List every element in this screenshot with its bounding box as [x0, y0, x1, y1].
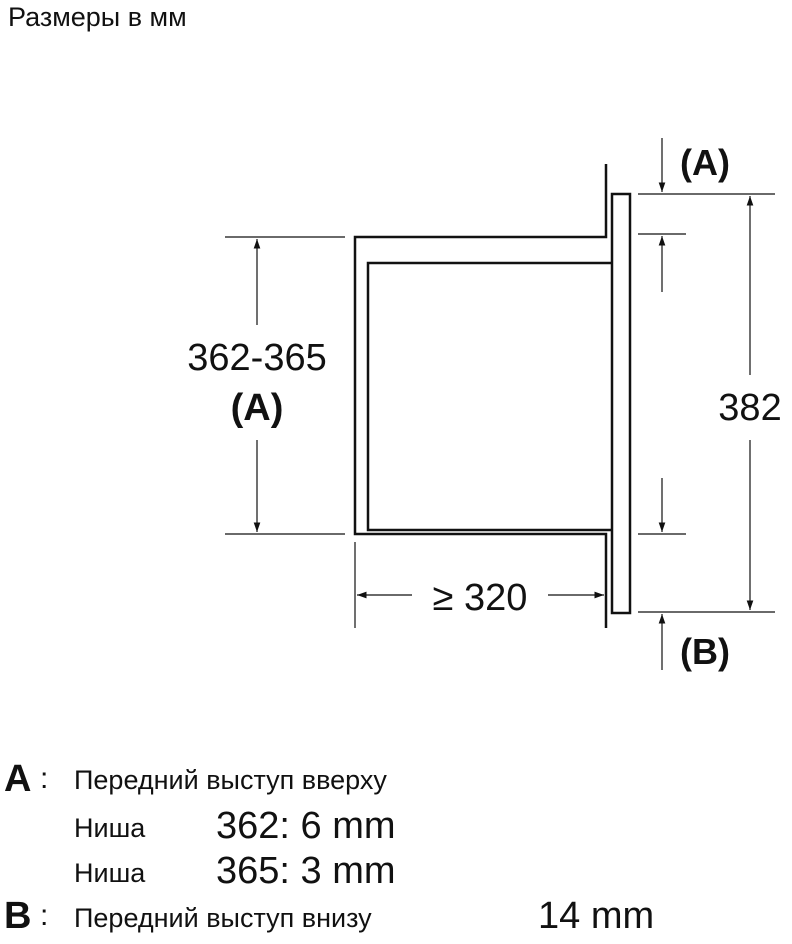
legend-b-value: 14 mm [538, 895, 655, 937]
legend-row-label: Ниша [74, 858, 146, 888]
legend-row-label: Ниша [74, 813, 146, 843]
legend-colon: : [40, 899, 49, 932]
legend-row-value: 365: 3 mm [216, 850, 396, 892]
niche-height-ref: (A) [231, 387, 284, 429]
legend-b-key: B [4, 895, 32, 937]
page-title: Размеры в мм [8, 2, 187, 32]
appliance-front-panel [610, 192, 632, 615]
legend-a-text: Передний выступ вверху [74, 765, 387, 795]
label-a-top: (A) [680, 142, 730, 183]
niche-outline [353, 164, 608, 628]
legend-colon: : [40, 762, 49, 795]
niche-height-value: 362-365 [187, 337, 326, 379]
appliance-body [366, 261, 612, 532]
label-b-bottom: (B) [680, 631, 730, 672]
depth-value: ≥ 320 [433, 577, 528, 619]
total-height-value: 382 [718, 387, 781, 429]
legend-a-key: A [4, 758, 32, 800]
legend-b-text: Передний выступ внизу [74, 903, 372, 933]
legend-row-value: 362: 6 mm [216, 805, 396, 847]
